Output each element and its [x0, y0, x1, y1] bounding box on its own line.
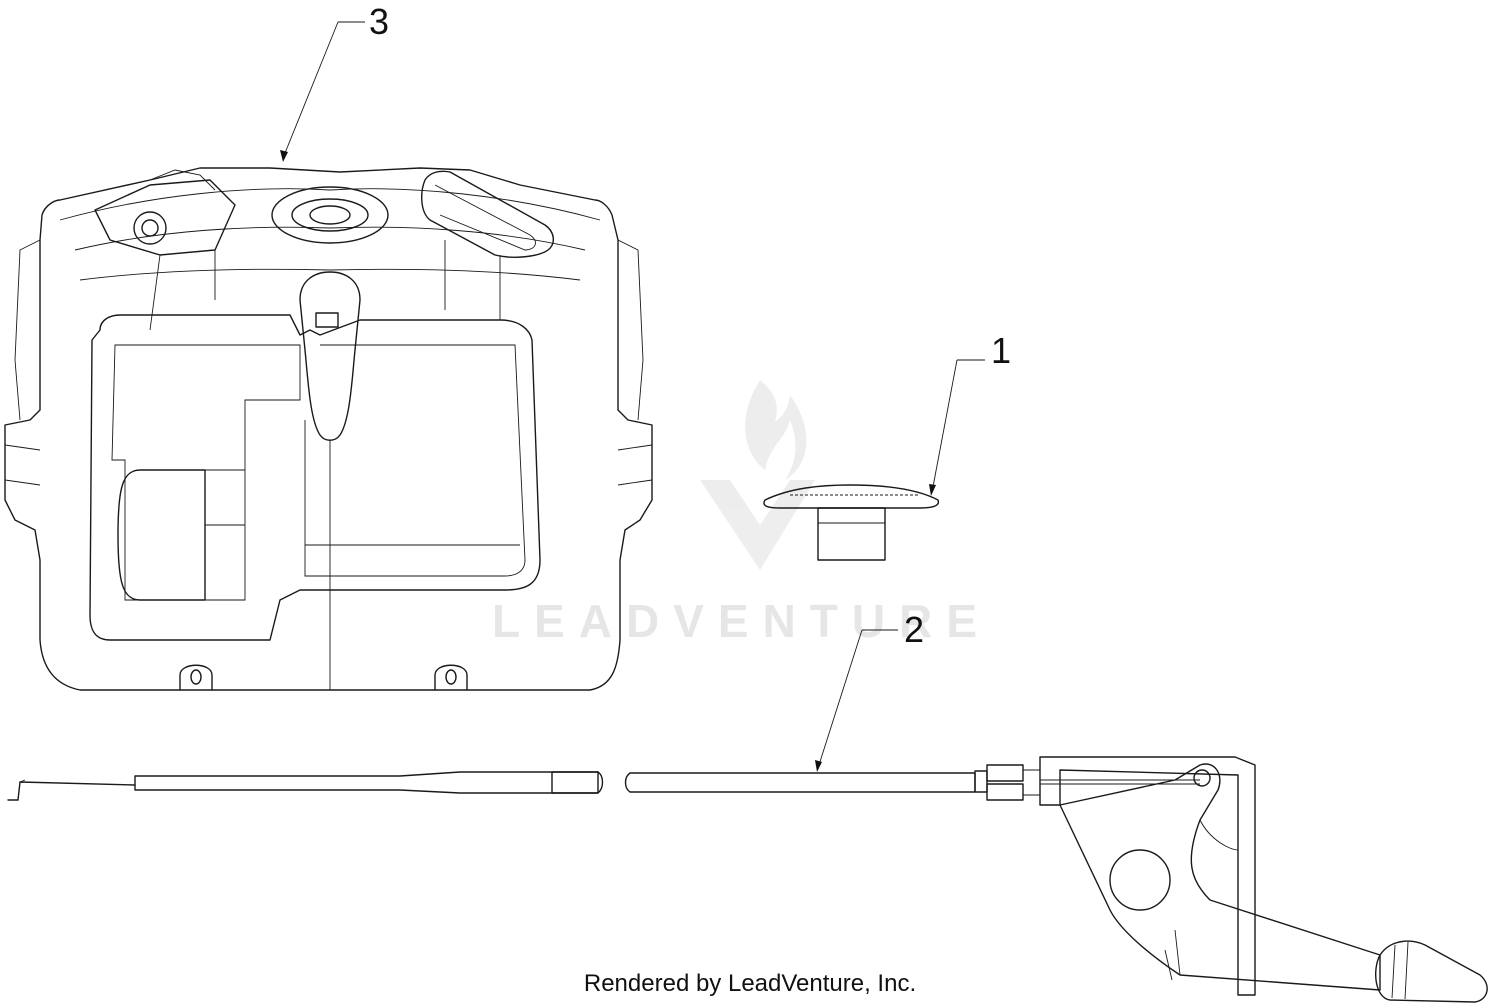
watermark-logo — [700, 380, 815, 570]
watermark-text: LEADVENTURE — [492, 595, 991, 647]
callout-2: 2 — [815, 609, 924, 772]
footer-credit: Rendered by LeadVenture, Inc. — [583, 970, 917, 997]
fuel-tank-drawing — [4, 167, 653, 691]
fuel-cap-drawing — [763, 484, 940, 561]
callout-3: 3 — [280, 1, 389, 162]
callout-1: 1 — [929, 330, 1011, 496]
callout-1-label: 1 — [991, 330, 1011, 371]
callout-2-label: 2 — [904, 609, 924, 650]
throttle-cable-drawing — [7, 756, 1488, 1003]
callout-3-label: 3 — [369, 1, 389, 42]
